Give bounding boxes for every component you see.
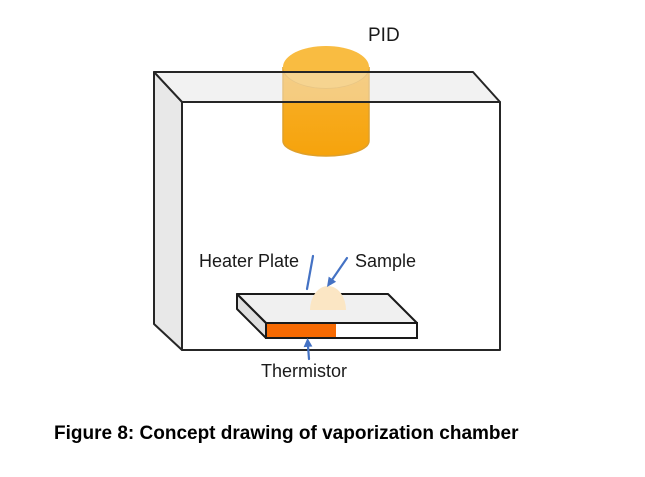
sample-dome <box>310 286 346 310</box>
pid-cylinder-top <box>283 46 369 88</box>
heater-plate-leader-line <box>305 254 315 291</box>
thermistor-arrow-line <box>306 344 311 361</box>
chamber-lid-overlay <box>154 72 500 102</box>
chamber-front-face <box>182 102 500 350</box>
heater-plate-label: Heater Plate <box>199 251 300 271</box>
sample-arrow-line <box>331 256 349 281</box>
thermistor-label: Thermistor <box>261 361 348 381</box>
figure-caption: Figure 8: Concept drawing of vaporizatio… <box>54 423 519 444</box>
chamber-front-outline <box>181 101 501 351</box>
sample-label: Sample <box>355 251 417 271</box>
heater-plate-left-outline <box>236 293 267 339</box>
thermistor-strip <box>267 324 336 337</box>
pid-label: PID <box>368 25 400 46</box>
thermistor-arrowhead-icon <box>303 338 313 348</box>
sample-arrowhead-icon <box>327 276 337 287</box>
chamber-left-face <box>154 72 182 350</box>
heater-plate-left-face <box>237 294 266 338</box>
